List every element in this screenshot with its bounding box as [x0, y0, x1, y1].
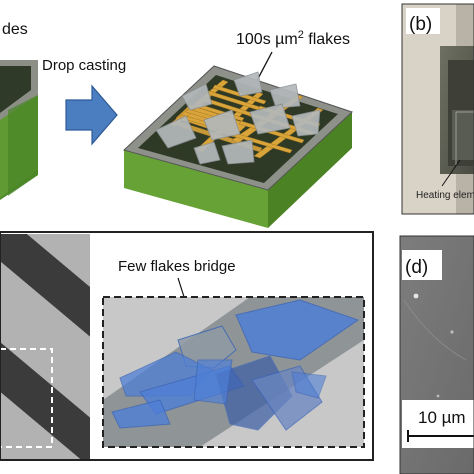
drop-casting-label: Drop casting	[42, 57, 126, 74]
flakes-label: 100s µm2 flakes	[236, 29, 350, 48]
panel-a: des Drop casting 100s µm2 flakes	[0, 21, 353, 228]
electrodes-label: des	[2, 21, 28, 38]
heating-label: Heating elem	[416, 190, 474, 201]
panel-b-tag: (b)	[409, 14, 432, 35]
selection-box	[0, 348, 53, 448]
bridge-flakes	[111, 299, 360, 431]
scalebar-label: 10 µm	[418, 408, 466, 427]
flakes-label-tail: flakes	[304, 31, 350, 48]
panel-c: Few flakes bridge	[0, 231, 374, 461]
panel-d: (d) 10 µm	[399, 235, 474, 474]
flakes-label-sup: 2	[298, 29, 304, 41]
panel-c-frame	[0, 231, 374, 461]
heating-pointer	[441, 159, 461, 187]
bridge-label: Few flakes bridge	[118, 258, 236, 275]
zoom-schematic	[102, 296, 365, 448]
panel-b: Heating elem (b)	[401, 3, 474, 215]
zoom-frame	[102, 296, 365, 448]
process-arrow-icon	[65, 84, 118, 146]
panel-d-tag: (d)	[405, 257, 428, 278]
device-flakes	[155, 71, 321, 165]
device-left	[0, 60, 38, 200]
panel-c-sem-image	[0, 234, 90, 460]
flakes-label-main: 100s µm	[236, 31, 298, 48]
